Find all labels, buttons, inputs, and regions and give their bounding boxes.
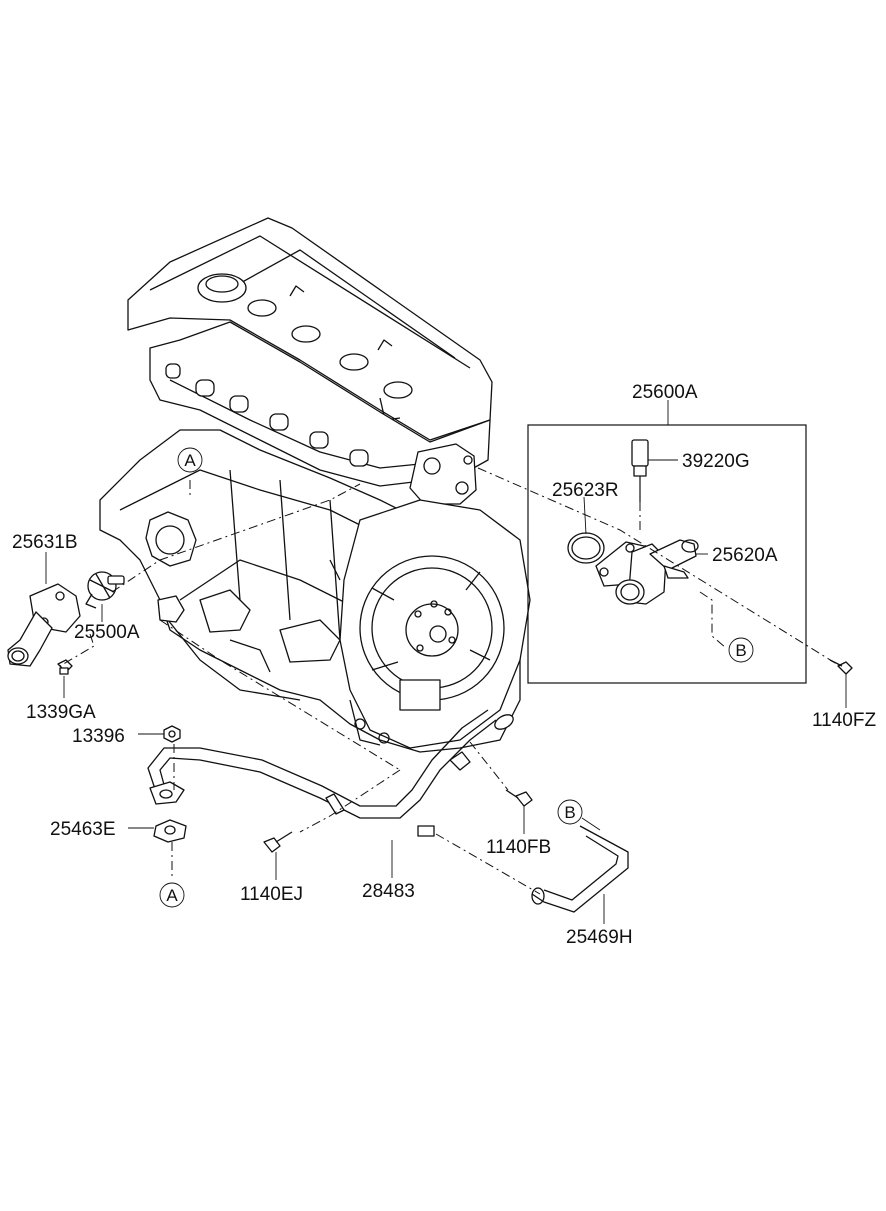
thermostat-assembly-illustration	[7, 571, 125, 675]
svg-text:B: B	[564, 803, 575, 822]
callout-1339GA: 1339GA	[26, 702, 96, 723]
water-pipe-illustration	[147, 659, 853, 913]
callout-13396: 13396	[72, 726, 125, 747]
callout-28483: 28483	[362, 881, 415, 902]
callout-1140FZ: 1140FZ	[812, 710, 876, 731]
leader-lines	[45, 400, 847, 924]
reference-marker-b-hose: B	[557, 799, 583, 825]
water-outlet-assembly-box	[527, 424, 807, 684]
callout-25500A: 25500A	[74, 622, 140, 643]
svg-text:A: A	[166, 886, 178, 905]
callout-25463E: 25463E	[50, 819, 116, 840]
reference-marker-a-pipe: A	[159, 882, 185, 908]
callout-1140FB: 1140FB	[486, 837, 551, 858]
callout-1140EJ: 1140EJ	[240, 884, 303, 905]
reference-marker-b-outlet: B	[728, 637, 754, 663]
engine-block-illustration	[99, 217, 531, 753]
callout-25600A: 25600A	[632, 382, 698, 403]
callout-25620A: 25620A	[712, 545, 778, 566]
callout-25469H: 25469H	[566, 927, 633, 948]
svg-text:A: A	[184, 451, 196, 470]
svg-text:B: B	[735, 641, 746, 660]
callout-25631B: 25631B	[12, 532, 78, 553]
callout-25623R: 25623R	[552, 480, 619, 501]
reference-marker-a-engine: A	[177, 447, 203, 473]
callout-39220G: 39220G	[682, 451, 750, 472]
